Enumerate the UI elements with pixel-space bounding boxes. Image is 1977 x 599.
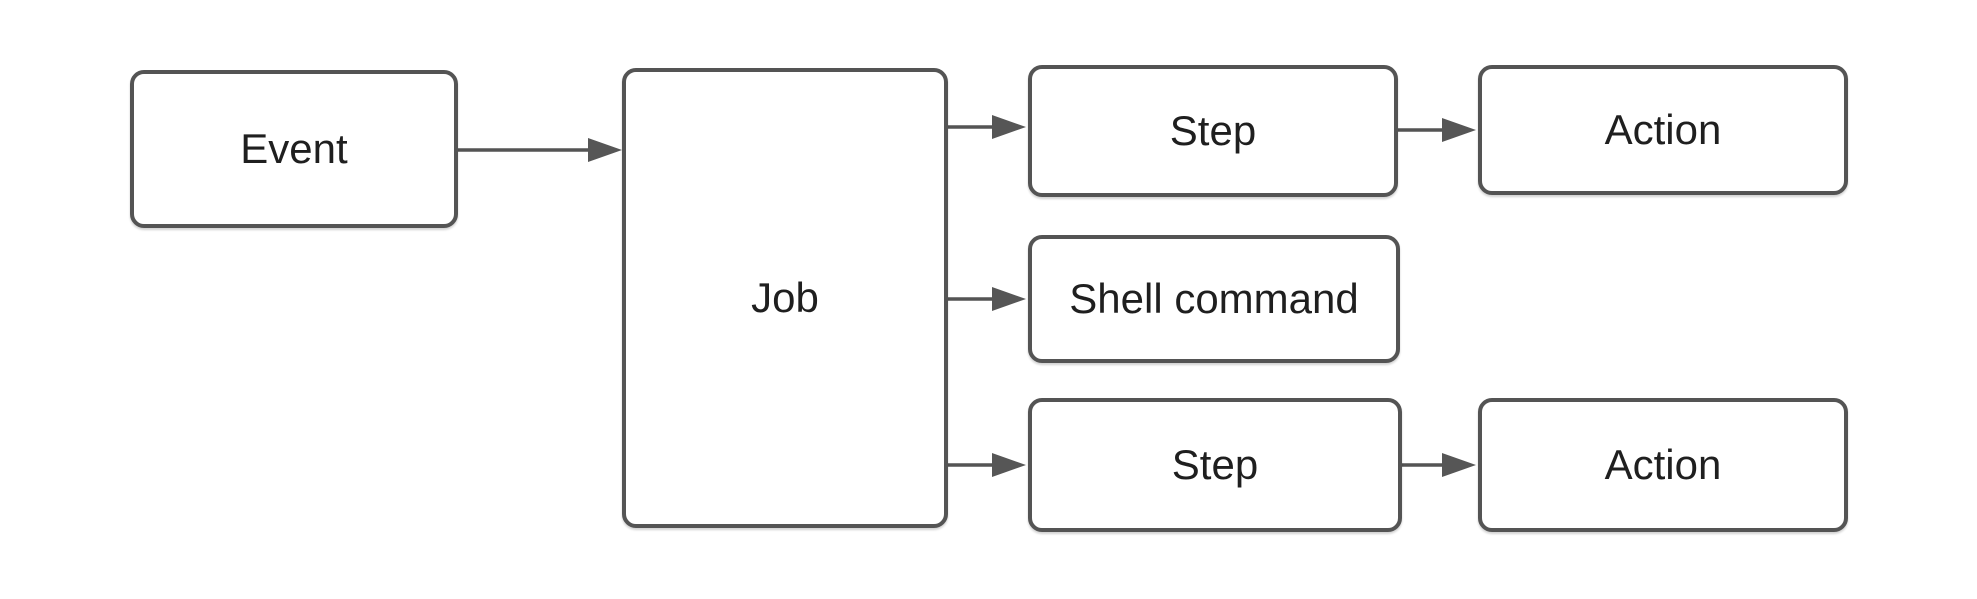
node-job-label: Job <box>751 273 819 321</box>
edge-job-shell-command[interactable] <box>948 287 1026 311</box>
node-event-label: Event <box>240 124 348 172</box>
node-job[interactable]: Job <box>622 68 948 528</box>
node-step-bottom[interactable]: Step <box>1028 398 1402 532</box>
edge-job-step-top[interactable] <box>948 115 1026 139</box>
edge-event-job[interactable] <box>458 138 622 162</box>
node-action-bottom-label: Action <box>1604 440 1722 488</box>
node-shell-command-label: Shell command <box>1069 274 1359 322</box>
edge-step-top-action-top[interactable] <box>1398 118 1476 142</box>
node-action-top-label: Action <box>1604 105 1722 153</box>
node-event[interactable]: Event <box>130 70 458 228</box>
node-step-bottom-label: Step <box>1171 440 1259 488</box>
node-step-top-label: Step <box>1169 106 1257 154</box>
node-shell-command[interactable]: Shell command <box>1028 235 1400 363</box>
edge-job-step-bottom[interactable] <box>948 453 1026 477</box>
node-step-top[interactable]: Step <box>1028 65 1398 197</box>
edge-step-bottom-action-bottom[interactable] <box>1402 453 1476 477</box>
node-action-top[interactable]: Action <box>1478 65 1848 195</box>
node-action-bottom[interactable]: Action <box>1478 398 1848 532</box>
